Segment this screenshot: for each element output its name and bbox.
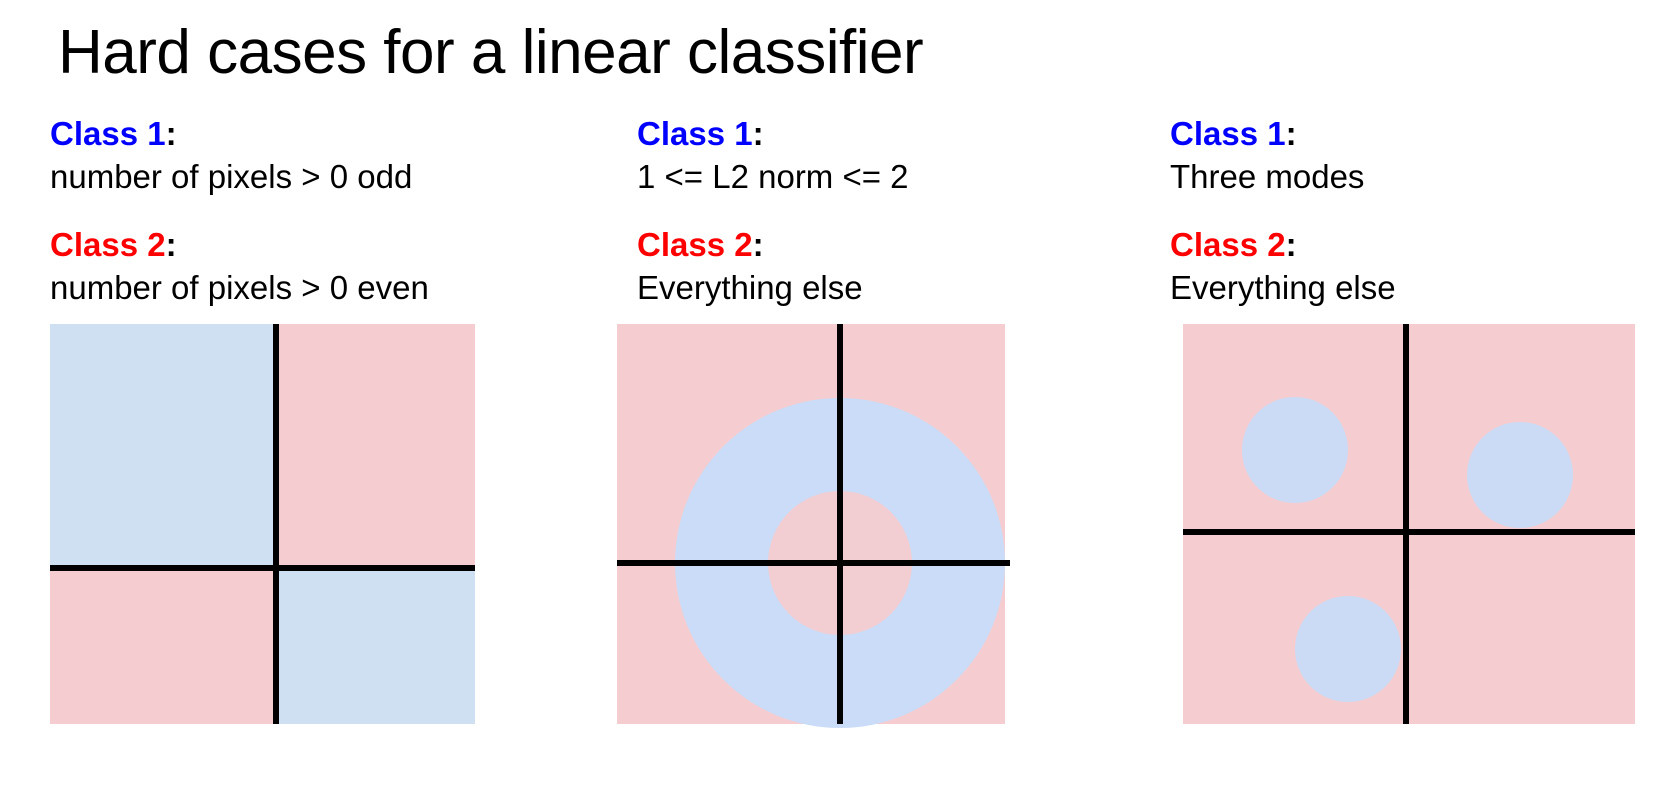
class1-label: Class 1 (637, 115, 753, 152)
caption-block-class2: Class 2: number of pixels > 0 even (50, 223, 610, 309)
region-quadrant-bottom-right (275, 568, 475, 724)
caption-block-class1: Class 1: Three modes (1170, 112, 1668, 198)
class2-colon: : (165, 226, 177, 263)
caption-block-class1: Class 1: 1 <= L2 norm <= 2 (637, 112, 1157, 198)
caption-block-class1: Class 1: number of pixels > 0 odd (50, 112, 610, 198)
diagram-parity-xor (50, 324, 475, 724)
class1-description: Three modes (1170, 158, 1365, 195)
page-title: Hard cases for a linear classifier (58, 18, 924, 87)
class1-label: Class 1 (50, 115, 166, 152)
class2-label: Class 2 (50, 226, 166, 263)
diagram-l2-annulus (617, 324, 1010, 728)
class1-heading: Class 1: (50, 112, 610, 155)
column-l2-norm: Class 1: 1 <= L2 norm <= 2 Class 2: Ever… (637, 112, 1157, 309)
class2-colon: : (1285, 226, 1297, 263)
class1-description: 1 <= L2 norm <= 2 (637, 158, 909, 195)
class2-label: Class 2 (1170, 226, 1286, 263)
column-three-modes: Class 1: Three modes Class 2: Everything… (1170, 112, 1668, 309)
caption-spacer (637, 198, 1157, 223)
class2-colon: : (752, 226, 764, 263)
mode-top-right (1467, 422, 1573, 528)
class2-heading: Class 2: (1170, 223, 1668, 266)
mode-top-left (1242, 397, 1348, 503)
diagram-three-modes (1183, 324, 1635, 724)
class1-description: number of pixels > 0 odd (50, 158, 413, 195)
region-quadrant-top-left (50, 324, 275, 568)
region-quadrant-bottom-left (50, 568, 275, 724)
class2-label: Class 2 (637, 226, 753, 263)
region-quadrant-top-right (275, 324, 475, 568)
class1-colon: : (752, 115, 764, 152)
class1-heading: Class 1: (1170, 112, 1668, 155)
class2-heading: Class 2: (50, 223, 610, 266)
class1-colon: : (165, 115, 177, 152)
caption-block-class2: Class 2: Everything else (637, 223, 1157, 309)
class2-description: Everything else (1170, 269, 1396, 306)
class2-heading: Class 2: (637, 223, 1157, 266)
class1-heading: Class 1: (637, 112, 1157, 155)
class2-description: Everything else (637, 269, 863, 306)
caption-block-class2: Class 2: Everything else (1170, 223, 1668, 309)
mode-bottom-left (1295, 596, 1401, 702)
caption-spacer (1170, 198, 1668, 223)
caption-spacer (50, 198, 610, 223)
class1-colon: : (1285, 115, 1297, 152)
class1-label: Class 1 (1170, 115, 1286, 152)
class2-description: number of pixels > 0 even (50, 269, 429, 306)
column-parity: Class 1: number of pixels > 0 odd Class … (50, 112, 610, 309)
